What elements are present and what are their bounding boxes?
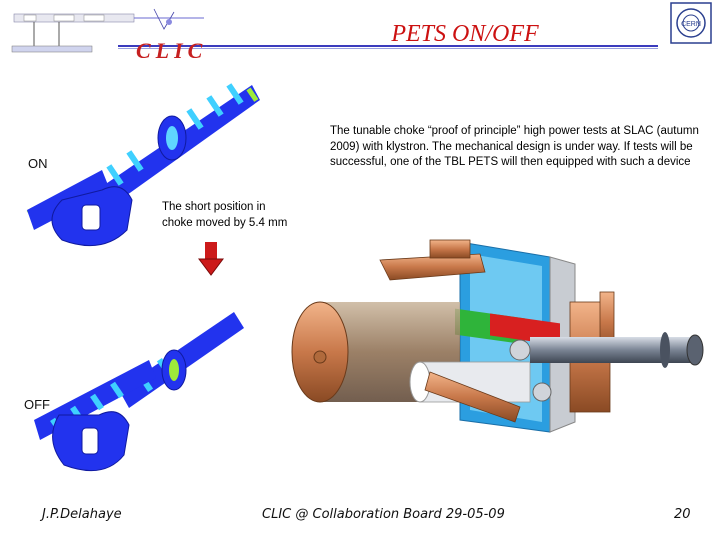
- choke-off-simulation-image: [34, 312, 244, 472]
- off-label: OFF: [24, 397, 50, 412]
- cern-logo: CERN: [670, 2, 712, 44]
- header-divider: [118, 45, 658, 47]
- tunable-choke-device-image: [291, 239, 704, 433]
- header-divider-thin: [118, 48, 658, 49]
- footer-author: J.P.Delahaye: [42, 507, 122, 522]
- accelerator-logo: [11, 8, 204, 53]
- page-title: PETS ON/OFF: [391, 21, 539, 47]
- footer-event: CLIC @ Collaboration Board 29-05-09: [262, 507, 505, 522]
- down-arrow-icon: [198, 242, 224, 276]
- clic-logo: CLIC: [136, 38, 208, 63]
- short-position-note: The short position in choke moved by 5.4…: [162, 201, 288, 229]
- description-text: The tunable choke “proof of principle” h…: [330, 125, 699, 168]
- cern-logo-text: CERN: [681, 21, 701, 28]
- page-number: 20: [674, 507, 691, 522]
- choke-on-simulation-image: [26, 83, 260, 247]
- on-label: ON: [28, 156, 48, 171]
